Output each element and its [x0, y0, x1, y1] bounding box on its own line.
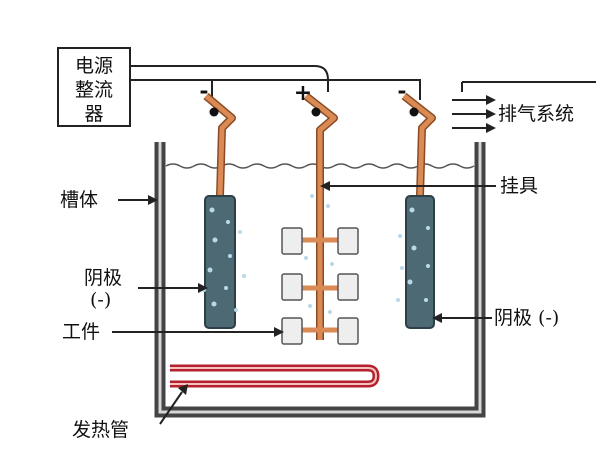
- rack-leader-head: [320, 181, 330, 191]
- cathode-left-contact: [209, 107, 219, 117]
- cathode-left-hanger: [204, 94, 235, 197]
- power-supply-label-line2: 整流: [75, 79, 113, 101]
- sign-negative-left: -: [199, 78, 208, 104]
- cathode-right-plate: [405, 195, 435, 329]
- workpiece-1: [281, 227, 303, 255]
- leader-arrows: [112, 181, 496, 425]
- exhaust-arrowhead-2: [486, 109, 496, 119]
- exhaust-arrowhead-3: [486, 123, 496, 133]
- cathode-left-leader-head: [198, 283, 208, 293]
- rack-assembly: [281, 92, 359, 345]
- cathode-left-assembly: [203, 92, 236, 329]
- exhaust-label: 排气系统: [498, 103, 574, 125]
- heater-inner: [170, 367, 378, 385]
- rack-arms: [296, 237, 344, 333]
- cathode-right-contact: [409, 107, 419, 117]
- heater-leader-line: [159, 391, 183, 425]
- power-supply-box: [57, 47, 131, 127]
- cathode-left-plate: [204, 195, 236, 329]
- power-supply-rectifier: 电源 整流 器: [57, 47, 131, 127]
- workpieces: [281, 227, 359, 345]
- rack-label: 挂具: [500, 175, 538, 197]
- bubbles: [202, 194, 430, 314]
- rack-contact: [311, 107, 321, 117]
- exhaust-arrowhead-1: [486, 95, 496, 105]
- workpiece-4: [337, 273, 359, 301]
- cathode-right-assembly: [401, 92, 436, 329]
- sign-negative-right: -: [397, 78, 406, 104]
- tank-label: 槽体: [60, 189, 98, 211]
- tank-leader-head: [148, 195, 158, 205]
- cathode-left-label-line2: (-): [90, 289, 111, 311]
- heater-label: 发热管: [72, 419, 129, 441]
- cathode-right-hanger: [402, 94, 435, 197]
- cathode-left-label-line1: 阴极: [84, 267, 122, 289]
- cathode-right-label: 阴极 (-): [494, 307, 559, 329]
- wire-negative-right: [130, 79, 421, 100]
- exhaust-system: [452, 81, 596, 133]
- heater-tube: [170, 364, 380, 388]
- power-supply-label-line3: 器: [84, 103, 103, 125]
- workpiece-5: [281, 317, 303, 345]
- tank-wall-highlight: [158, 142, 482, 414]
- sign-positive: +: [294, 80, 312, 106]
- heater-leader-head: [178, 384, 188, 395]
- workpiece-6: [337, 317, 359, 345]
- workpiece-2: [337, 227, 359, 255]
- cathode-right-leader-head: [432, 313, 442, 323]
- workpiece-3: [281, 273, 303, 301]
- rack-stem: [304, 94, 337, 340]
- workpiece-label: 工件: [62, 321, 100, 343]
- power-wires: [130, 65, 421, 100]
- power-supply-label-line1: 电源: [75, 55, 113, 77]
- heater-outer: [170, 364, 380, 388]
- workpiece-leader-head: [274, 327, 284, 337]
